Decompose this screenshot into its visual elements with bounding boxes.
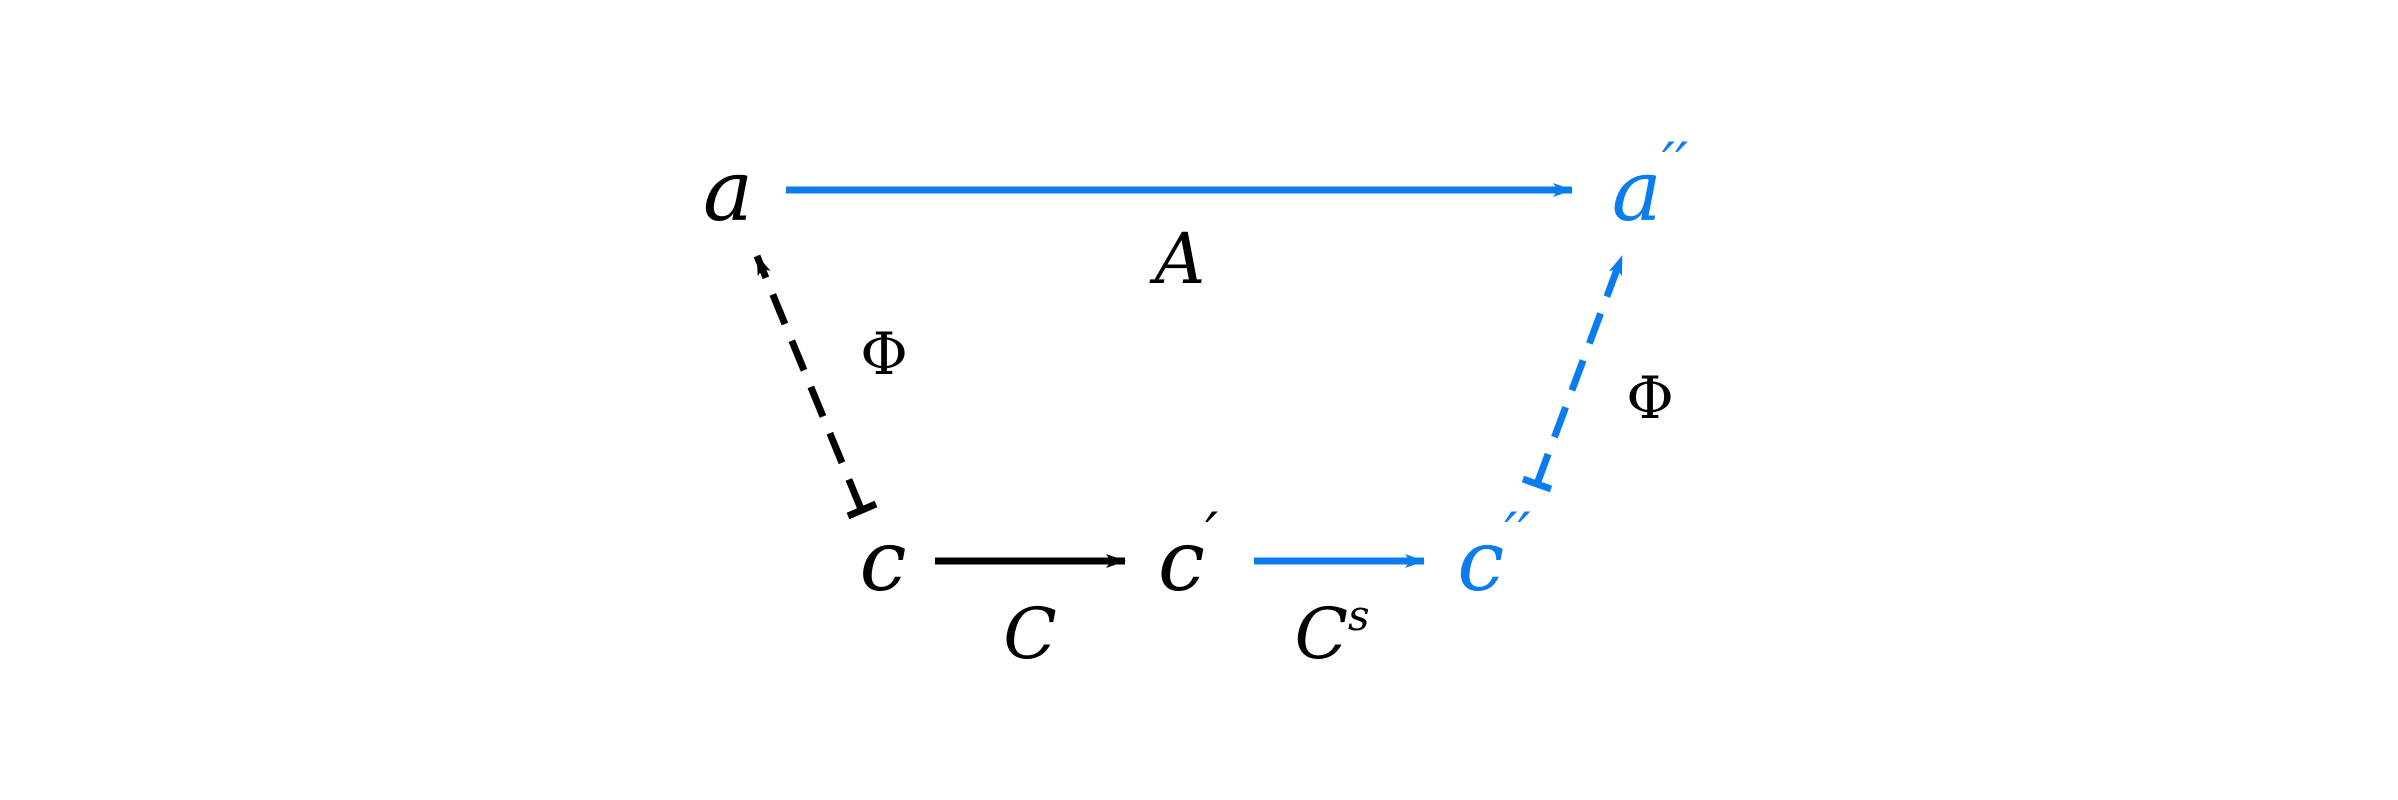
node-c-prime-base: c [1158,512,1205,610]
edge-C: C [935,554,1126,675]
node-a: a [703,142,753,240]
edge-Cs: Cs [1254,554,1425,675]
node-a-double-prime-base: a [1612,142,1662,240]
node-c: c [859,512,906,610]
node-a-double-prime-prime: ′′ [1662,130,1688,198]
node-c-double-prime: c′′ [1457,500,1530,610]
edge-phi-left: Φ [753,254,908,520]
edge-phi-left-tail-bar [846,500,878,520]
node-a-double-prime: a′′ [1612,130,1688,240]
node-c-double-prime-base: c [1457,512,1504,610]
edge-phi-left-label: Φ [860,320,908,388]
edge-A-label: A [1149,218,1206,300]
node-c-double-prime-prime: ′′ [1504,500,1530,568]
edge-C-label: C [1003,593,1057,675]
edge-phi-right-tail-bar [1521,475,1553,493]
edge-phi-right-line [1533,254,1626,486]
edge-A: A [786,183,1573,300]
edge-phi-left-line [753,254,865,511]
node-c-prime: c′ [1158,500,1218,610]
edge-Cs-label-base: C [1294,593,1348,675]
edge-Cs-label-sup: s [1348,591,1370,640]
node-c-prime-prime: ′ [1205,500,1218,568]
edge-phi-right: Φ [1521,254,1674,493]
edge-phi-right-label: Φ [1626,364,1674,432]
edge-Cs-label: Cs [1294,591,1369,675]
